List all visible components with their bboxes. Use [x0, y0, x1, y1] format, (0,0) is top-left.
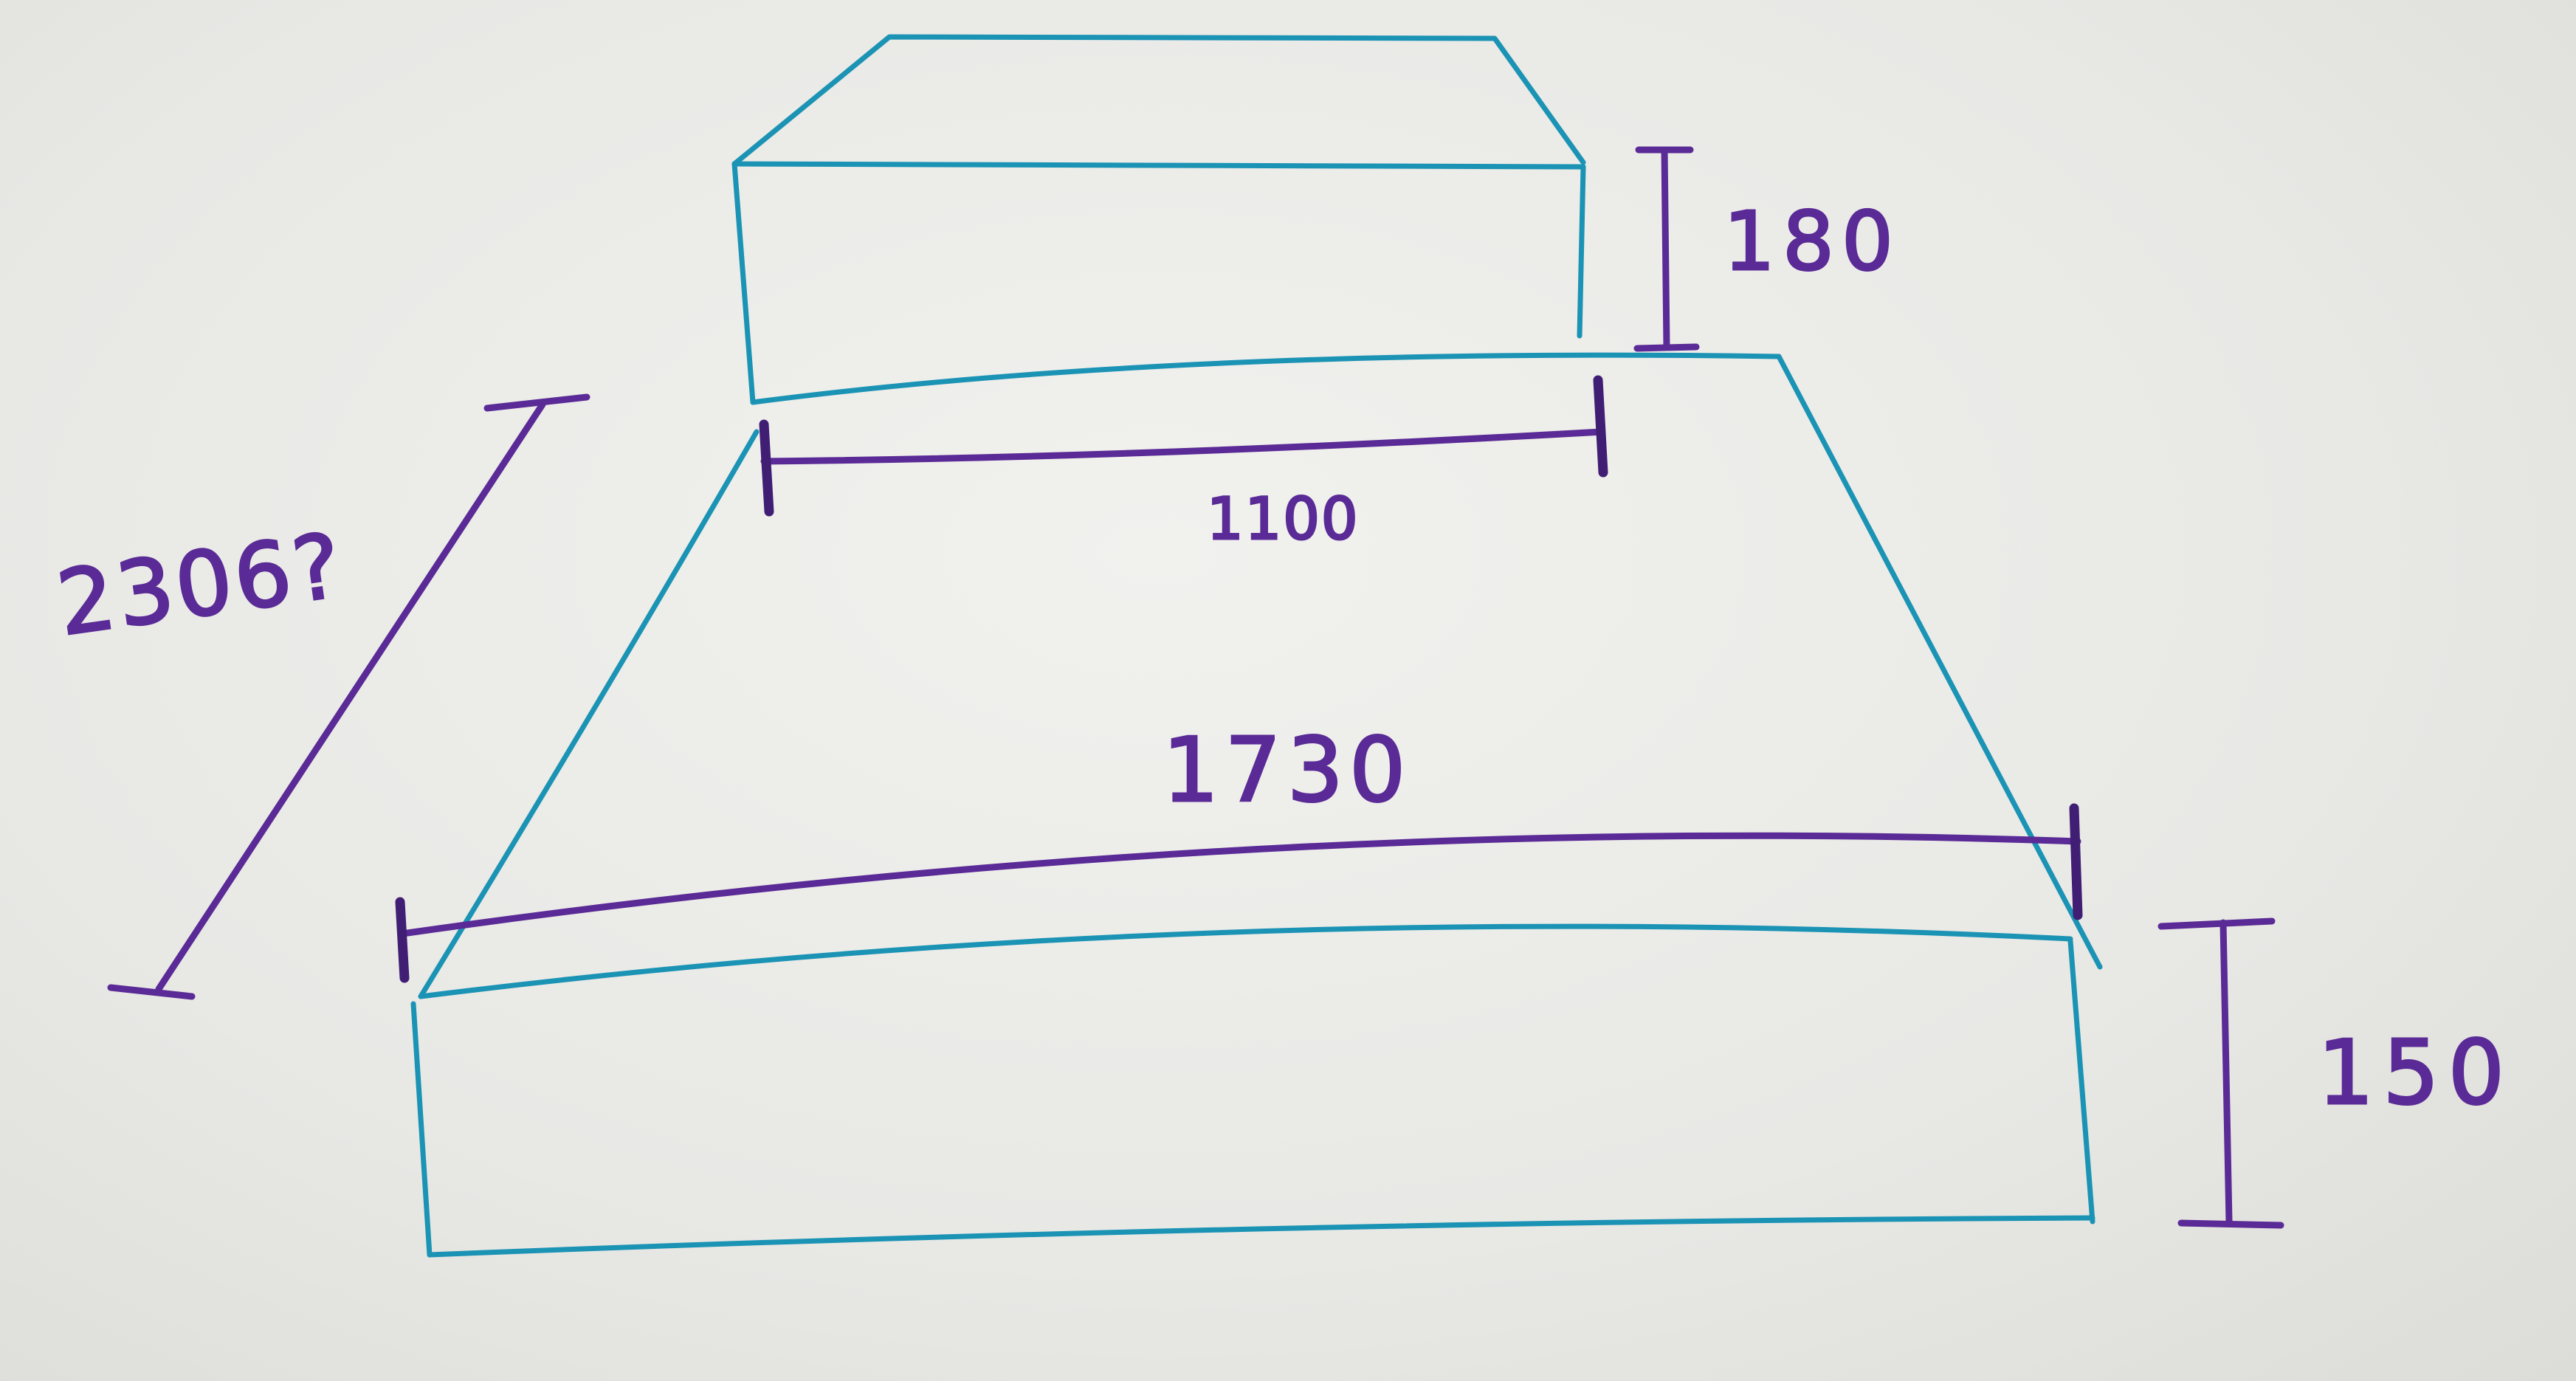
- label-bottom-width: 1730: [1163, 720, 1411, 822]
- dim-180-marker: [1633, 146, 1700, 352]
- label-slant-length: 2306?: [52, 514, 351, 656]
- base-bottom-edge: [427, 1215, 2095, 1258]
- top-block-left-edge: [731, 161, 756, 405]
- dim-2306-marker: [107, 393, 590, 1000]
- base-left-edge: [410, 1001, 433, 1258]
- label-base-height: 150: [2318, 1022, 2513, 1125]
- top-block-right-edge: [1577, 164, 1586, 339]
- label-top-width: 1100: [1207, 486, 1360, 553]
- trapezoid-top-edge: [750, 352, 1782, 405]
- base-right-edge: [2067, 938, 2095, 1225]
- dimension-lines: [107, 146, 2284, 1229]
- base-top-edge: [418, 923, 2073, 999]
- label-top-height: 180: [1723, 194, 1901, 289]
- top-block-top-edge: [731, 161, 1586, 170]
- dim-1100-marker: [759, 375, 1608, 517]
- top-block-cap: [731, 34, 1586, 167]
- trapezoid-left-side: [418, 429, 760, 999]
- dim-150-marker: [2157, 917, 2284, 1229]
- dimension-labels: 180 1100 1730 2306? 150: [50, 193, 2513, 1126]
- shape-outline: [410, 34, 2103, 1258]
- dim-1730-marker: [395, 803, 2083, 983]
- trapezoid-right-side: [1776, 354, 2103, 970]
